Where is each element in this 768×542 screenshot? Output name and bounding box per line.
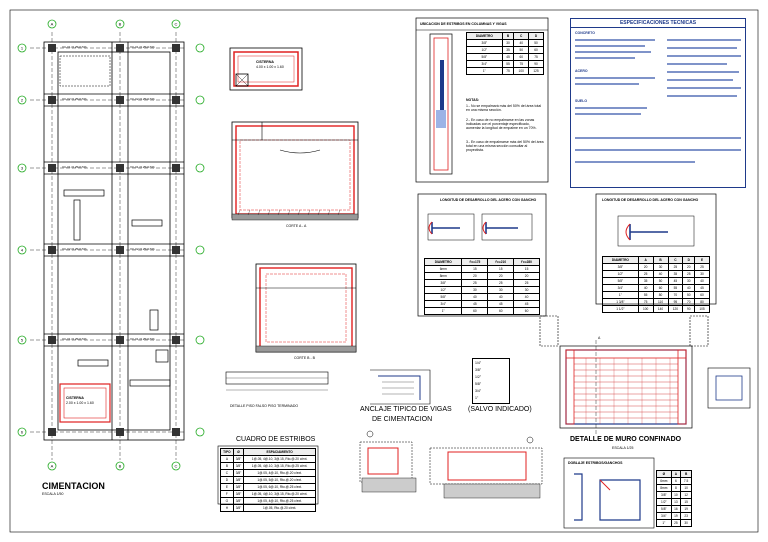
anchor-beam-drawing [370, 369, 431, 405]
svg-text:VC-01 (0.25x0.50): VC-01 (0.25x0.50) [130, 165, 155, 169]
specs-steel-label: ACERO [575, 69, 588, 73]
column-note-1: 1.- No se empalmará más del 50% del área… [466, 104, 542, 112]
legend-box: 1/4" 3/8" 1/2" 5/8" 3/4" 1" [472, 358, 510, 404]
section-a-label: CORTE A - A [286, 224, 307, 228]
column-notes-title: NOTAS: [466, 98, 480, 102]
axis-label-b: B [119, 22, 122, 27]
foundation-plan: VC-01 (0.25x0.50) VC-01 (0.25x0.50) VC-0… [17, 19, 205, 471]
svg-text:VC-02 (0.25x0.50): VC-02 (0.25x0.50) [62, 97, 87, 101]
cistern-plan-label: CISTERNA [256, 60, 274, 64]
section-a [231, 121, 359, 221]
specs-panel: ESPECIFICACIONES TECNICAS CONCRETO ACERO… [570, 18, 746, 188]
plan-title: CIMENTACION [42, 481, 105, 491]
section-b [255, 263, 357, 353]
axis-label-b-bottom: B [119, 464, 122, 469]
anchorage-right-title: LONGITUD DE DESARROLLO DEL ACERO CON GAN… [602, 198, 699, 202]
column-table-title: UBICACION DE ESTRIBOS EN COLUMNAS Y VIGA… [420, 22, 507, 26]
floor-detail-label: DETALLE PISO FALSO PISO TERMINADO [230, 404, 299, 408]
specs-title: ESPECIFICACIONES TECNICAS [571, 19, 745, 28]
axis-label-a-bottom: A [51, 464, 54, 469]
svg-text:VC-01 (0.25x0.50): VC-01 (0.25x0.50) [130, 45, 155, 49]
column-note-2: 2.- En caso de no empalmarse en las zona… [466, 118, 537, 130]
cistern-plan-size: 4.00 x 1.00 x 1.60 [256, 65, 284, 69]
axis-label-c-bottom: C [175, 464, 178, 469]
svg-text:VC-01 (0.25x0.50): VC-01 (0.25x0.50) [130, 337, 155, 341]
stirrups-title: CUADRO DE ESTRIBOS [236, 436, 316, 443]
wall-title: DETALLE DE MURO CONFINADO [570, 436, 682, 443]
svg-text:VC-02 (0.25x0.50): VC-02 (0.25x0.50) [130, 247, 155, 251]
svg-text:VC-01 (0.25x0.50): VC-01 (0.25x0.50) [62, 337, 87, 341]
axis-label-2: 2 [21, 98, 24, 103]
hook-drawing [563, 457, 655, 529]
anchor-beam-title-2: DE CIMENTACION [372, 416, 433, 423]
hook-title: DOBLAJE ESTRIBOS/GANCHOS [568, 461, 623, 465]
svg-text:VC-02 (0.25x0.50): VC-02 (0.25x0.50) [62, 247, 87, 251]
cistern-bottom-size: 2.00 x 1.00 x 1.60 [66, 401, 94, 405]
wall-cut-a: A [598, 336, 601, 340]
specs-concrete-label: CONCRETO [575, 31, 595, 35]
axis-label-4: 4 [21, 248, 24, 253]
wall-scale: ESCALA 1/25 [612, 446, 634, 450]
floor-detail [225, 371, 329, 391]
confined-wall-drawing [539, 315, 751, 436]
column-note-3: 3.- En caso de empalmarse más del 50% de… [466, 140, 544, 152]
anchor-beam-title: ANCLAJE TIPICO DE VIGAS [360, 406, 452, 413]
section-b-label: CORTE B - B [294, 356, 315, 360]
svg-text:VC-02 (0.25x0.50): VC-02 (0.25x0.50) [130, 97, 155, 101]
axis-label-1: 1 [21, 46, 24, 51]
axis-label-a: A [51, 22, 54, 27]
specs-soil-label: SUELO [575, 99, 588, 103]
anchorage-left-title: LONGITUD DE DESARROLLO DEL ACERO CON GAN… [440, 198, 537, 202]
axis-label-5: 5 [21, 338, 24, 343]
column-rebar-drawing [415, 17, 549, 183]
axis-label-3: 3 [21, 166, 24, 171]
cistern-bottom-label: CISTERNA [66, 396, 84, 400]
cistern-plan [229, 47, 303, 91]
axis-label-c: C [175, 22, 178, 27]
svg-text:VC-01 (0.25x0.50): VC-01 (0.25x0.50) [62, 45, 87, 49]
footing-sections [359, 430, 543, 499]
anchorage-left-drawing [417, 193, 547, 317]
plan-scale: ESCALA 1/50 [42, 492, 64, 496]
legend-title: (SALVO INDICADO) [468, 406, 532, 413]
axis-label-6: 6 [21, 430, 24, 435]
svg-text:VC-01 (0.25x0.50): VC-01 (0.25x0.50) [62, 165, 87, 169]
